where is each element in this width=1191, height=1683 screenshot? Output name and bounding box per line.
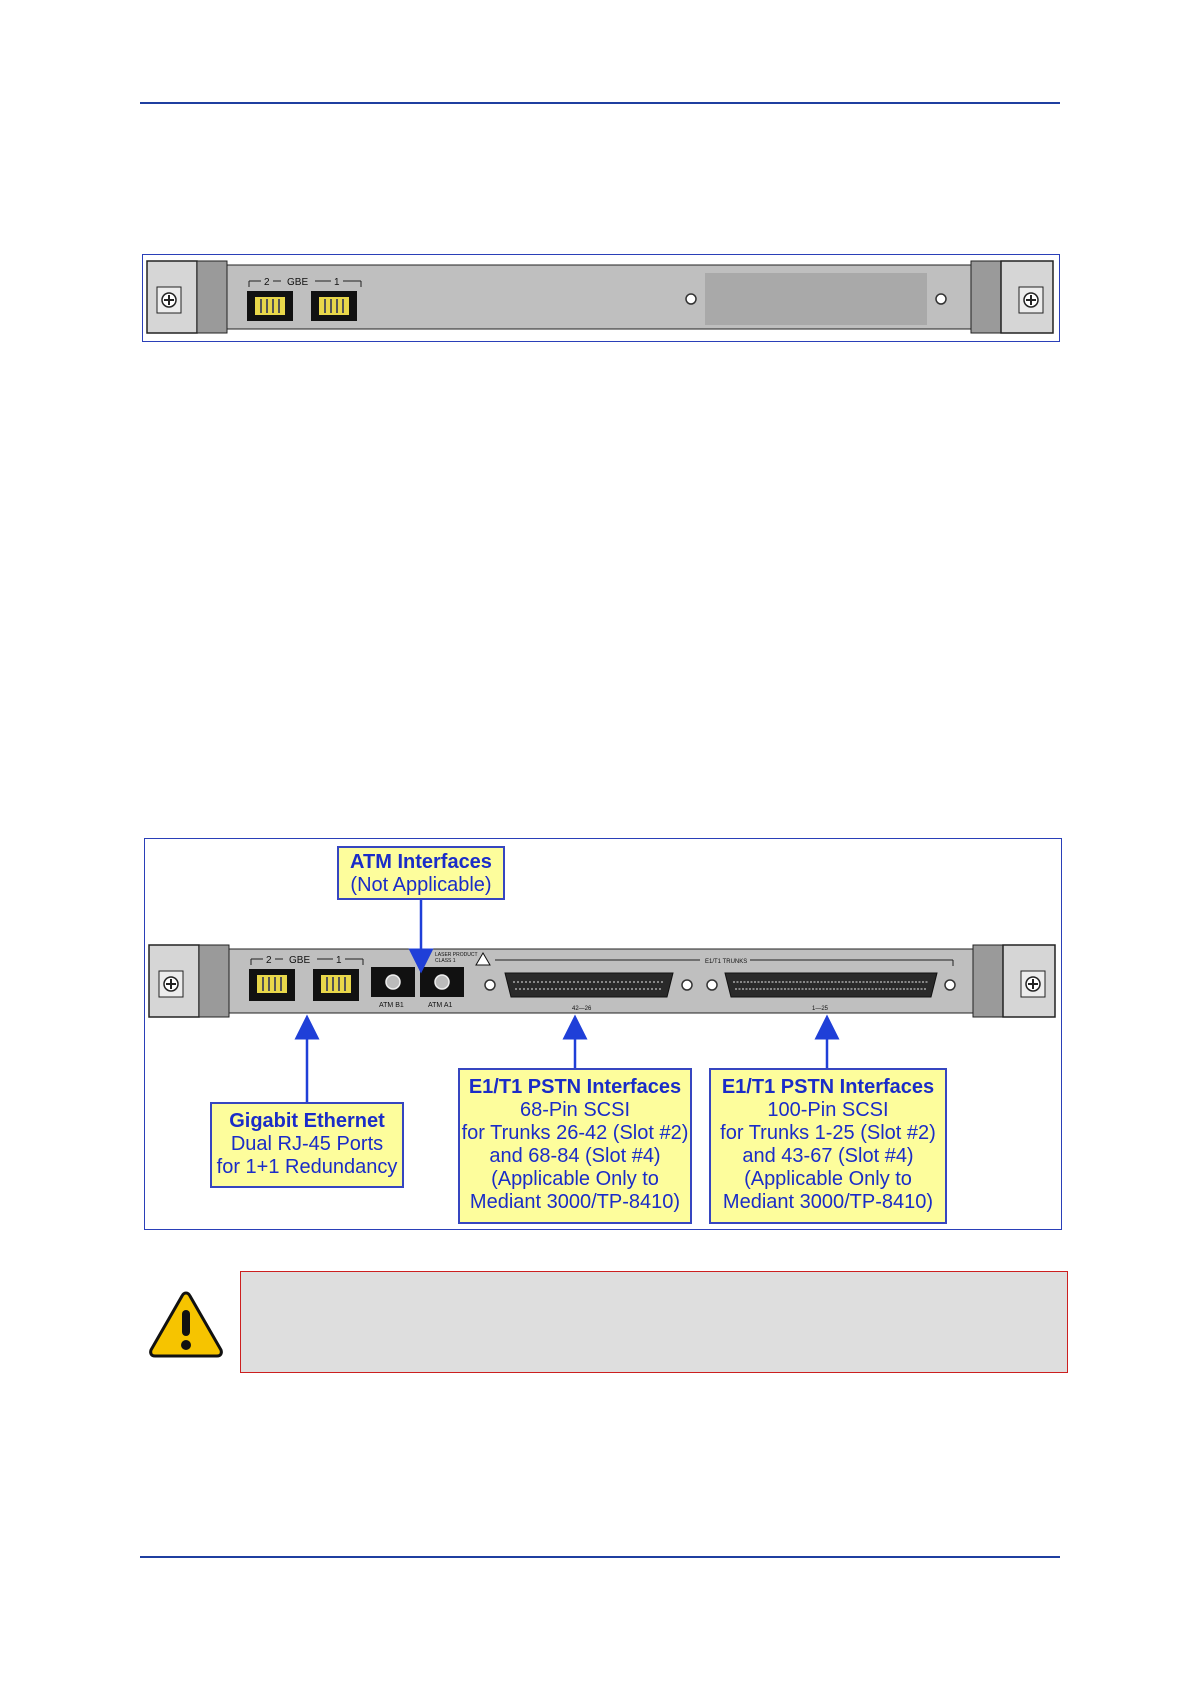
screw-icon [681, 979, 693, 991]
gbe-label: GBE [289, 955, 310, 966]
gbe-label: GBE [287, 277, 308, 288]
scsi-100-callout-line1: 100-Pin SCSI [767, 1099, 889, 1121]
atm-callout: ATM Interfaces (Not Applicable) [337, 846, 505, 900]
scsi-68-callout-line1: 68-Pin SCSI [519, 1099, 631, 1121]
atm-b1-label: ATM B1 [379, 1002, 404, 1009]
gbe-port1-label: 1 [336, 955, 342, 966]
footer-rule [140, 1556, 1060, 1558]
atm-b1-port [371, 967, 415, 997]
warning-note-box [240, 1271, 1068, 1373]
screw-icon [944, 979, 956, 991]
atm-a1-port [420, 967, 464, 997]
gbe-callout-line1: Dual RJ-45 Ports [230, 1133, 384, 1155]
rj45-port-2 [249, 969, 295, 1001]
e1t1-trunks-label: E1/T1 TRUNKS [705, 959, 747, 965]
warning-triangle-icon [148, 1290, 224, 1363]
screw-icon [484, 979, 496, 991]
scsi-68-range-label: 42—26 [572, 1006, 592, 1012]
laser-warning-icon [475, 952, 491, 966]
scsi-68-callout-line5: Mediant 3000/TP-8410) [469, 1191, 681, 1213]
gbe-port2-label: 2 [266, 955, 272, 966]
scsi-68-callout-line3: and 68-84 (Slot #4) [489, 1145, 661, 1167]
scsi-100-callout: E1/T1 PSTN Interfaces 100-Pin SCSI for T… [709, 1068, 947, 1224]
scsi-100-range-label: 1—25 [812, 1006, 829, 1012]
scsi-100-callout-line4: (Applicable Only to [744, 1168, 912, 1190]
figure-1-frame: 2 GBE 1 [142, 254, 1060, 342]
laser-label-line2: CLASS 1 [435, 958, 456, 964]
header-rule [140, 102, 1060, 104]
rj45-port-1 [313, 969, 359, 1001]
scsi-68-callout-line2: for Trunks 26-42 (Slot #2) [461, 1122, 689, 1144]
screw-icon [685, 293, 697, 305]
scsi-100-callout-line5: Mediant 3000/TP-8410) [722, 1191, 934, 1213]
atm-a1-label: ATM A1 [428, 1002, 452, 1009]
screw-icon [706, 979, 718, 991]
gbe-port1-label: 1 [334, 277, 340, 288]
figure-2-panel: 2 GBE 1 ATM B1 [148, 900, 1056, 1102]
screw-icon [935, 293, 947, 305]
scsi-100-callout-title: E1/T1 PSTN Interfaces [721, 1076, 935, 1098]
rj45-port-2 [247, 291, 293, 321]
gbe-port2-label: 2 [264, 277, 270, 288]
atm-callout-title: ATM Interfaces [350, 851, 492, 873]
rj45-port-1 [311, 291, 357, 321]
scsi-100-callout-line3: and 43-67 (Slot #4) [742, 1145, 914, 1167]
gbe-callout: Gigabit Ethernet Dual RJ-45 Ports for 1+… [210, 1102, 404, 1188]
gbe-callout-title: Gigabit Ethernet [229, 1110, 385, 1132]
figure-1-panel: 2 GBE 1 [146, 260, 1054, 334]
scsi-68-callout-title: E1/T1 PSTN Interfaces [468, 1076, 682, 1098]
atm-callout-line1: (Not Applicable) [350, 874, 492, 896]
scsi-68-callout-line4: (Applicable Only to [491, 1168, 659, 1190]
scsi-68-callout: E1/T1 PSTN Interfaces 68-Pin SCSI for Tr… [458, 1068, 692, 1224]
scsi-100-callout-line2: for Trunks 1-25 (Slot #2) [720, 1122, 936, 1144]
laser-label-line1: LASER PRODUCT [435, 952, 478, 958]
gbe-callout-line2: for 1+1 Redundancy [216, 1156, 398, 1178]
scsi-68-connector [504, 972, 674, 998]
scsi-100-connector [724, 972, 938, 998]
figure-2-frame: 2 GBE 1 ATM B1 [144, 838, 1062, 1230]
